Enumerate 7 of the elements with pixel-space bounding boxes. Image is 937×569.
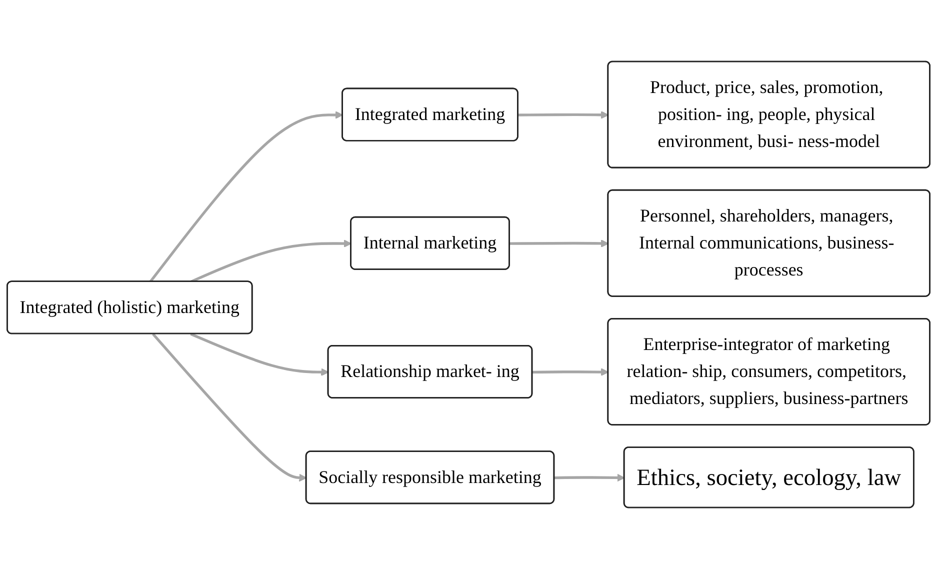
arrow: [554, 474, 625, 482]
arrow: [510, 240, 609, 248]
arrow: [532, 368, 609, 376]
arrow: [149, 111, 344, 283]
arrow: [152, 333, 307, 482]
arrow: [190, 332, 329, 376]
arrow: [518, 110, 609, 119]
